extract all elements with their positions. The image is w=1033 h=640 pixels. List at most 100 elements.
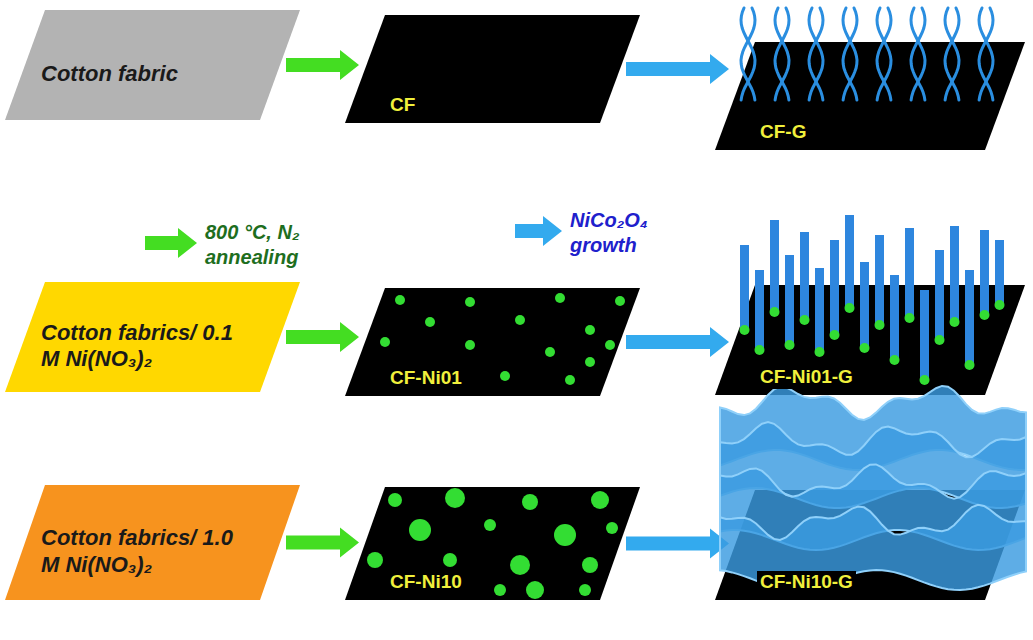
strand [945, 8, 959, 100]
particle [845, 303, 855, 313]
parallelogram [345, 15, 640, 123]
carbon-fabric: CF-G [715, 42, 1025, 150]
nanorod [920, 290, 929, 380]
strand [741, 8, 755, 100]
nanosheets [720, 386, 1026, 590]
particle [425, 317, 435, 327]
particle [465, 340, 475, 350]
particle [980, 310, 990, 320]
particle [830, 330, 840, 340]
nanorod [935, 250, 944, 340]
strand [877, 8, 891, 100]
particle [860, 343, 870, 353]
parallelogram [345, 288, 640, 396]
particle [815, 347, 825, 357]
nanorod [860, 262, 869, 348]
parallelogram [5, 485, 300, 600]
particle [445, 488, 465, 508]
particle [755, 345, 765, 355]
strand [911, 8, 925, 100]
strand [877, 8, 891, 100]
legend-entry: 800 °C, N₂ annealing [205, 220, 355, 270]
nanowire-strands [741, 8, 993, 100]
strand [979, 8, 993, 100]
particle [510, 555, 530, 575]
particle [565, 375, 575, 385]
nanorod [980, 230, 989, 315]
particle [995, 300, 1005, 310]
nanorod [875, 235, 884, 325]
particle [740, 325, 750, 335]
particle [554, 524, 576, 546]
sample-label: Cotton fabrics/ 0.1 M Ni(NO₃)₂ [41, 320, 241, 373]
particle [800, 315, 810, 325]
nanorod [755, 270, 764, 350]
particle [465, 297, 475, 307]
parallelogram [5, 282, 300, 392]
nanosheet [720, 386, 1026, 470]
particle [920, 375, 930, 385]
sample-label: Cotton fabric [41, 61, 178, 87]
legend-arrow [515, 216, 562, 246]
parallelogram [5, 10, 300, 120]
particle [500, 371, 510, 381]
fabric-sample: Cotton fabrics/ 1.0 M Ni(NO₃)₂ [5, 485, 300, 600]
fabric-sample: Cotton fabric [5, 10, 300, 120]
nanorod [830, 240, 839, 335]
nanorod [905, 228, 914, 318]
strand [843, 8, 857, 100]
strand [775, 8, 789, 100]
particle [367, 552, 383, 568]
particle [950, 317, 960, 327]
particle [965, 360, 975, 370]
legend-arrow [145, 228, 197, 258]
process-arrow [286, 50, 359, 80]
process-arrow [626, 54, 729, 84]
particle [875, 320, 885, 330]
particle [585, 357, 595, 367]
strand [945, 8, 959, 100]
nanorods [740, 215, 1005, 385]
strand [979, 8, 993, 100]
particle [443, 553, 457, 567]
particle [494, 584, 506, 596]
nanorod [800, 232, 809, 320]
sample-name: CF-Ni10 [387, 571, 465, 594]
strand [775, 8, 789, 100]
particle [380, 337, 390, 347]
particle [785, 340, 795, 350]
particle [591, 491, 609, 509]
nanorod [785, 255, 794, 345]
process-arrow [286, 322, 359, 352]
particle [526, 581, 544, 599]
nickel-particles [367, 488, 618, 599]
strand [911, 8, 925, 100]
legend-text: 800 °C, N₂ annealing [205, 221, 300, 268]
particle [484, 519, 496, 531]
nanosheet [720, 505, 1026, 590]
particle [606, 522, 618, 534]
nanorod [995, 240, 1004, 305]
nanorod [950, 226, 959, 322]
fabric-sample: Cotton fabrics/ 0.1 M Ni(NO₃)₂ [5, 282, 300, 392]
carbon-fabric: CF-Ni10-G [715, 490, 1025, 600]
particle [890, 355, 900, 365]
strand [843, 8, 857, 100]
particle [582, 557, 598, 573]
carbon-fabric: CF-Ni10 [345, 487, 640, 600]
particle [585, 325, 595, 335]
parallelogram [715, 490, 1025, 600]
carbon-fabric: CF-Ni01-G [715, 285, 1025, 395]
sample-name: CF-Ni10-G [757, 571, 856, 594]
strand [741, 8, 755, 100]
particle [605, 340, 615, 350]
parallelogram [715, 285, 1025, 395]
sample-label: Cotton fabrics/ 1.0 M Ni(NO₃)₂ [41, 525, 241, 578]
particle [388, 493, 402, 507]
nanorod [815, 268, 824, 352]
legend-text: NiCo₂O₄ growth [570, 209, 648, 256]
nanorod [890, 275, 899, 360]
strand [809, 8, 823, 100]
process-arrow [286, 528, 359, 558]
